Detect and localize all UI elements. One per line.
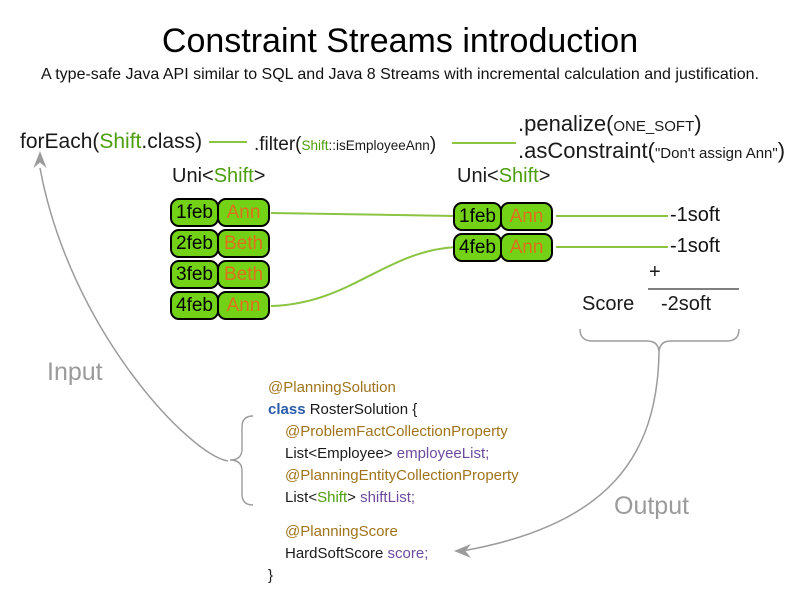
input-label: Input xyxy=(47,358,103,386)
filter-suffix: ) xyxy=(429,134,437,155)
output-label: Output xyxy=(614,492,690,520)
annotation-planning-solution: @PlanningSolution xyxy=(268,379,396,396)
filter-prefix: .filter( xyxy=(254,134,302,155)
page-title: Constraint Streams introduction xyxy=(161,22,639,60)
code-line-planning-solution: @PlanningSolution xyxy=(268,377,519,399)
filter-type: Shift xyxy=(301,138,329,153)
code-line-planning-entity-annotation: @PlanningEntityCollectionProperty xyxy=(268,465,519,487)
code-brace xyxy=(229,415,254,506)
penalty-value-1: -1soft xyxy=(670,204,721,226)
shift-employee-cell: Ann xyxy=(217,198,270,227)
foreach-prefix: forEach( xyxy=(20,130,100,153)
code-line-score-field: HardSoftScore score; xyxy=(268,543,519,565)
shift-field-prefix: List< xyxy=(285,489,318,506)
employee-field-name: employeeList; xyxy=(396,445,490,462)
filter-method: ::isEmployeeAnn xyxy=(328,138,430,153)
score-brace xyxy=(579,328,740,354)
shift-date-cell: 4feb xyxy=(453,233,502,262)
code-line-employee-field: List<Employee> employeeList; xyxy=(268,443,519,465)
left-shift-row-4: 4feb Ann xyxy=(170,291,270,320)
right-shift-row-2: 4feb Ann xyxy=(453,233,553,262)
employee-field-type: List<Employee> xyxy=(285,445,397,462)
foreach-type: Shift xyxy=(99,130,142,153)
asconstraint-expression: .asConstraint("Don't assign Ann") xyxy=(518,138,785,164)
class-name: RosterSolution { xyxy=(305,401,418,418)
shift-date-cell: 4feb xyxy=(170,291,219,320)
filter-expression: .filter(Shift::isEmployeeAnn) xyxy=(254,134,436,156)
uni-suffix: > xyxy=(253,165,266,187)
code-line-shift-field: List<Shift> shiftList; xyxy=(268,487,519,509)
score-field-type: HardSoftScore xyxy=(285,545,388,562)
shift-field-type: Shift xyxy=(317,489,348,506)
uni-prefix: Uni< xyxy=(457,165,499,187)
penalty-value-2: -1soft xyxy=(670,235,721,257)
right-stream-type-label: Uni<Shift> xyxy=(457,165,550,188)
shift-date-cell: 1feb xyxy=(453,202,502,231)
row-4feb-connector xyxy=(270,246,457,307)
annotation-planning-score: @PlanningScore xyxy=(285,523,398,540)
code-line-class-declaration: class RosterSolution { xyxy=(268,399,519,421)
uni-prefix: Uni< xyxy=(172,165,214,187)
roster-solution-code-block: @PlanningSolution class RosterSolution {… xyxy=(268,377,519,587)
code-line-problem-fact-annotation: @ProblemFactCollectionProperty xyxy=(268,421,519,443)
penalize-prefix: .penalize( xyxy=(518,111,614,136)
shift-employee-cell: Beth xyxy=(217,229,270,258)
page-subtitle: A type-safe Java API similar to SQL and … xyxy=(41,66,759,83)
shift-employee-cell: Ann xyxy=(217,291,270,320)
shift-employee-cell: Ann xyxy=(500,202,553,231)
asconstraint-suffix: ) xyxy=(777,138,786,163)
left-shift-row-1: 1feb Ann xyxy=(170,198,270,227)
annotation-problem-fact: @ProblemFactCollectionProperty xyxy=(285,423,508,440)
penalize-suffix: ) xyxy=(694,111,702,136)
shift-field-name: shiftList; xyxy=(360,489,416,506)
right-shift-row-1: 1feb Ann xyxy=(453,202,553,231)
stream-connector-lines xyxy=(209,141,668,307)
asconstraint-arg: "Don't assign Ann" xyxy=(654,145,778,162)
foreach-expression: forEach(Shift.class) xyxy=(20,130,202,154)
shift-employee-cell: Beth xyxy=(217,260,270,289)
foreach-suffix: .class) xyxy=(141,130,203,153)
row-1feb-connector xyxy=(270,212,457,217)
score-label: Score xyxy=(582,293,635,315)
shift-field-mid: > xyxy=(347,489,361,506)
keyword-class: class xyxy=(268,401,306,418)
left-stream-type-label: Uni<Shift> xyxy=(172,165,265,188)
uni-type: Shift xyxy=(498,165,539,187)
shift-date-cell: 3feb xyxy=(170,260,219,289)
shift-employee-cell: Ann xyxy=(500,233,553,262)
score-total-value: -2soft xyxy=(661,293,712,315)
uni-type: Shift xyxy=(213,165,254,187)
shift-date-cell: 1feb xyxy=(170,198,219,227)
shift-date-cell: 2feb xyxy=(170,229,219,258)
penalize-arg: ONE_SOFT xyxy=(613,118,695,135)
asconstraint-prefix: .asConstraint( xyxy=(518,138,655,163)
closing-brace: } xyxy=(268,567,274,584)
left-shift-row-3: 3feb Beth xyxy=(170,260,270,289)
left-shift-row-2: 2feb Beth xyxy=(170,229,270,258)
annotation-planning-entity: @PlanningEntityCollectionProperty xyxy=(285,467,519,484)
score-field-name: score; xyxy=(387,545,429,562)
code-line-planning-score-annotation: @PlanningScore xyxy=(268,521,519,543)
penalize-expression: .penalize(ONE_SOFT) xyxy=(518,111,702,137)
code-line-closing-brace: } xyxy=(268,565,519,587)
score-plus-sign: + xyxy=(649,261,661,283)
uni-suffix: > xyxy=(538,165,551,187)
